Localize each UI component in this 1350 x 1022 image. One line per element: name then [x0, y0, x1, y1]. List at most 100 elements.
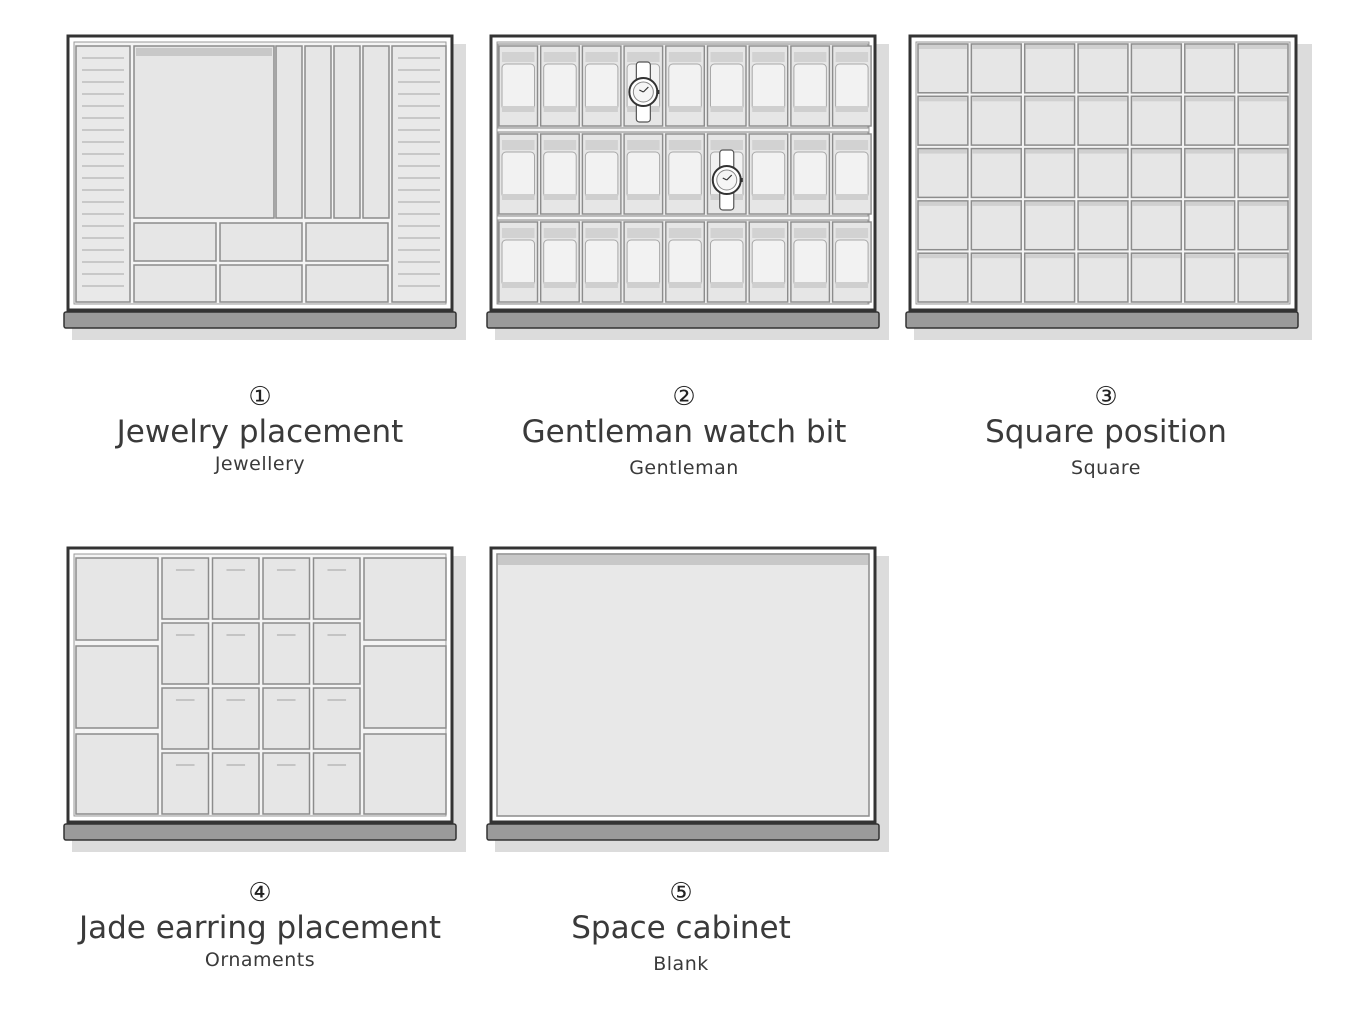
watch-slot	[748, 221, 789, 303]
tray-base	[63, 311, 457, 329]
square-cell	[917, 252, 969, 303]
tray-base	[905, 311, 1299, 329]
square-cell	[1077, 147, 1129, 199]
tray-base	[486, 823, 880, 841]
tray-blank	[483, 542, 895, 860]
item-number: ②	[672, 382, 696, 412]
square-cell	[970, 147, 1022, 199]
ring-column-left	[75, 45, 131, 303]
watch-slot	[748, 45, 789, 127]
earring-cell	[312, 622, 361, 685]
square-cell	[1237, 252, 1289, 303]
open-compartment	[496, 553, 870, 817]
earring-cell	[262, 622, 311, 685]
square-cell	[1023, 95, 1076, 146]
square-cell	[917, 200, 969, 251]
square-cell	[1077, 43, 1129, 94]
earring-cell	[211, 557, 260, 620]
earring-cell	[262, 687, 311, 750]
watch-slot	[498, 133, 539, 215]
tray-base	[486, 311, 880, 329]
square-cell	[1237, 147, 1289, 199]
item-number: ⑤	[669, 878, 693, 908]
caption-gentleman: ② Gentleman watch bit Gentleman	[474, 382, 894, 480]
square-cell	[917, 95, 969, 146]
large-compartment	[133, 45, 275, 219]
tray-base	[63, 823, 457, 841]
item-subtitle: Blank	[653, 953, 709, 975]
square-cell	[1237, 95, 1289, 146]
watch-slot	[665, 221, 706, 303]
ring-column-right	[391, 45, 447, 303]
earring-cell	[161, 687, 210, 750]
square-cell	[970, 43, 1022, 94]
watch-icon	[711, 149, 743, 211]
square-tray-drawing	[905, 34, 1312, 340]
square-cell	[1130, 95, 1183, 146]
square-cell	[970, 95, 1022, 146]
caption-ornaments: ④ Jade earring placement Ornaments	[50, 878, 470, 972]
watch-slot	[665, 133, 706, 215]
square-cell	[917, 43, 969, 94]
item-title: Jewelry placement	[116, 414, 404, 450]
item-number: ①	[248, 382, 272, 412]
square-cell	[1237, 43, 1289, 94]
watch-slot	[623, 221, 664, 303]
square-cell	[917, 147, 969, 199]
watch-slot	[581, 133, 622, 215]
square-cell	[1237, 200, 1289, 251]
item-title: Jade earring placement	[78, 910, 442, 946]
watch-icon	[628, 61, 660, 123]
square-cell	[1023, 43, 1076, 94]
item-subtitle: Square	[1071, 457, 1141, 479]
square-cell	[1077, 200, 1129, 251]
item-title: Space cabinet	[571, 910, 791, 946]
square-cell	[1184, 95, 1236, 146]
jewelry-tray-drawing	[63, 34, 466, 340]
square-cell	[1184, 147, 1236, 199]
square-cell	[1023, 252, 1076, 303]
watch-slot	[831, 221, 872, 303]
square-cell	[1184, 252, 1236, 303]
square-cell	[1023, 147, 1076, 199]
square-cell	[1077, 252, 1129, 303]
item-number: ③	[1094, 382, 1118, 412]
earring-cell	[211, 622, 260, 685]
earring-cell	[312, 557, 361, 620]
item-subtitle: Ornaments	[204, 949, 316, 971]
item-number: ④	[248, 878, 272, 908]
item-subtitle: Jewellery	[214, 453, 306, 475]
square-cell	[1077, 95, 1129, 146]
watch-slot	[706, 45, 747, 127]
watch-slot	[790, 221, 831, 303]
watch-slot	[581, 45, 622, 127]
tray-gentleman	[483, 30, 895, 348]
watch-slot	[498, 221, 539, 303]
item-subtitle: Gentleman	[629, 457, 739, 479]
square-cell	[970, 252, 1022, 303]
watch-slot	[623, 133, 664, 215]
caption-jewelry: ① Jewelry placement Jewellery	[50, 382, 470, 476]
square-cell	[1184, 200, 1236, 251]
earring-cell	[262, 752, 311, 815]
caption-blank: ⑤ Space cabinet Blank	[471, 878, 891, 976]
tray-square	[902, 30, 1322, 348]
watch-slot	[540, 133, 580, 215]
watch-slot	[665, 45, 706, 127]
blank-tray-drawing	[486, 546, 889, 852]
earring-cell	[161, 622, 210, 685]
caption-square: ③ Square position Square	[896, 382, 1316, 480]
watch-slot	[498, 45, 539, 127]
watch-slot	[540, 45, 580, 127]
watch-slot	[581, 221, 622, 303]
ornaments-tray-drawing	[63, 546, 466, 852]
watch-slot	[831, 45, 872, 127]
watch-tray-drawing	[486, 34, 889, 340]
square-cell	[1130, 252, 1183, 303]
watch-slot	[790, 45, 831, 127]
square-cell	[1023, 200, 1076, 251]
item-title: Square position	[985, 414, 1227, 450]
square-cell	[1130, 200, 1183, 251]
square-cell	[1184, 43, 1236, 94]
earring-cell	[161, 557, 210, 620]
